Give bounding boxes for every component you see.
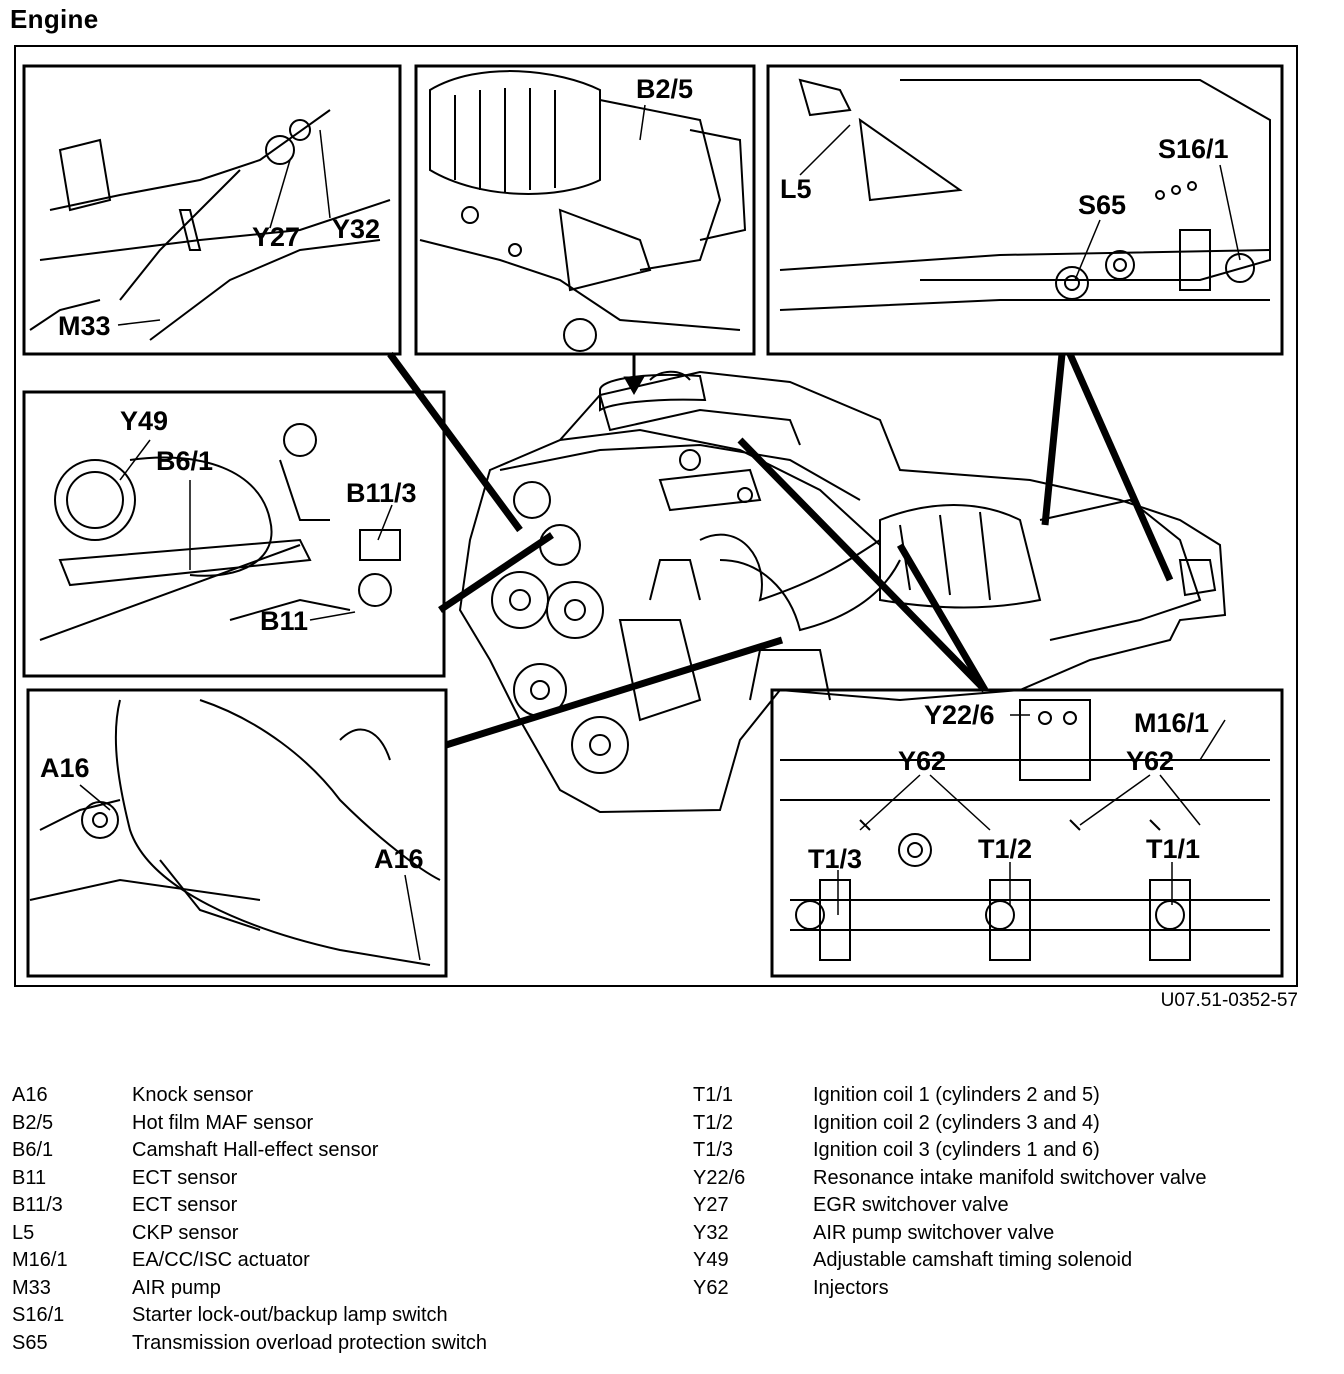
legend-text: Knock sensor [132,1084,254,1106]
callout-l5: L5 [780,174,812,204]
legend-code: Y22/6 [693,1166,746,1189]
legend-code: M16/1 [12,1249,68,1271]
legend-row: S16/1 Starter lock-out/backup lamp switch [12,1302,487,1330]
legend-row: Y49 Adjustable camshaft timing solenoid [693,1247,1207,1275]
legend-text: Transmission overload protection switch [132,1331,487,1354]
callout-y49: Y49 [120,406,168,436]
legend-text: Ignition coil 1 (cylinders 2 and 5) [813,1084,1100,1106]
diagram-frame [14,45,1298,987]
inset-details [29,70,1271,966]
legend-row: Y62 Injectors [693,1275,1207,1303]
legend-text: EA/CC/ISC actuator [132,1249,310,1271]
legend-code: B6/1 [12,1139,54,1161]
legend-row: Y27 EGR switchover valve [693,1192,1207,1220]
legend-row: B2/5 Hot film MAF sensor [12,1110,487,1138]
legend-code: B11 [12,1166,47,1189]
legend-text: ECT sensor [132,1166,238,1189]
legend-text: Ignition coil 3 (cylinders 1 and 6) [813,1139,1100,1161]
legend-code: T1/3 [693,1139,734,1161]
legend-text: Starter lock-out/backup lamp switch [132,1304,448,1326]
legend-code: Y62 [693,1276,729,1299]
legend-code: S16/1 [12,1304,65,1326]
legend-row: B6/1 Camshaft Hall-effect sensor [12,1137,487,1165]
legend-row: T1/3 Ignition coil 3 (cylinders 1 and 6) [693,1137,1207,1165]
callout-y27: Y27 [252,222,300,252]
legend-row: T1/2 Ignition coil 2 (cylinders 3 and 4) [693,1110,1207,1138]
inset-bottom-left [26,688,448,978]
callout-m33: M33 [58,311,111,341]
page-title: Engine [10,4,99,34]
inset-top-left [22,64,402,356]
legend-code: L5 [12,1221,35,1244]
legend-text: Camshaft Hall-effect sensor [132,1139,379,1161]
legend-text: Hot film MAF sensor [132,1111,314,1134]
leader-lines [79,104,1241,961]
legend-code: M33 [12,1276,51,1299]
legend-text: AIR pump switchover valve [813,1221,1055,1244]
legend-text: ECT sensor [132,1194,238,1216]
callout-y62-left: Y62 [898,746,946,776]
pointer-lines [387,351,1174,749]
legend-row: Y22/6 Resonance intake manifold switchove… [693,1165,1207,1193]
callout-b6-1: B6/1 [156,446,213,476]
legend-row: T1/1 Ignition coil 1 (cylinders 2 and 5) [693,1082,1207,1110]
legend-code: Y32 [693,1221,729,1244]
inset-bottom-right [770,688,1284,978]
legend-row: B11/3 ECT sensor [12,1192,487,1220]
callout-s65: S65 [1078,190,1126,220]
pointer-arrow [623,354,645,396]
callout-a16-lower: A16 [374,844,424,874]
legend-text: Adjustable camshaft timing solenoid [813,1249,1133,1271]
legend-row: S65 Transmission overload protection swit… [12,1330,487,1358]
legend-text: CKP sensor [132,1221,239,1244]
inset-middle-left [22,390,446,678]
legend-row: Y32 AIR pump switchover valve [693,1220,1207,1248]
legend-text: EGR switchover valve [813,1194,1009,1216]
callout-b11: B11 [260,606,308,636]
legend-code: B2/5 [12,1111,54,1134]
callout-a16-upper: A16 [40,753,90,783]
callout-labels: Y27 Y32 M33 B2/5 L5 S65 S16/1 Y49 B6/1 B… [40,74,1229,874]
legend-code: S65 [12,1331,48,1354]
inset-top-center [414,64,756,356]
callout-t1-2: T1/2 [978,834,1032,864]
legend-code: B11/3 [12,1194,63,1216]
legend-code: T1/2 [693,1111,734,1134]
legend-row: A16 Knock sensor [12,1082,487,1110]
callout-s16-1: S16/1 [1158,134,1229,164]
legend-code: A16 [12,1084,48,1106]
callout-y22-6: Y22/6 [924,700,995,730]
legend-row: M33 AIR pump [12,1275,487,1303]
inset-top-right [766,64,1284,356]
callout-b2-5: B2/5 [636,74,693,104]
legend-text: Injectors [813,1276,889,1299]
legend-code: T1/1 [693,1084,734,1106]
engine-illustration [458,370,1227,814]
legend-text: Resonance intake manifold switchover val… [813,1166,1207,1189]
figure-reference: U07.51-0352-57 [1160,990,1298,1011]
callout-y62-right: Y62 [1126,746,1174,776]
callout-b11-3: B11/3 [346,478,417,508]
callout-t1-1: T1/1 [1146,834,1200,864]
callout-y32: Y32 [332,214,380,244]
legend-code: Y27 [693,1194,729,1216]
callout-t1-3: T1/3 [808,844,862,874]
inset-boxes [22,64,1284,978]
legend-row: L5 CKP sensor [12,1220,487,1248]
callout-m16-1: M16/1 [1134,708,1209,738]
legend-row: M16/1 EA/CC/ISC actuator [12,1247,487,1275]
legend-row: B11 ECT sensor [12,1165,487,1193]
engine-diagram: Y27 Y32 M33 B2/5 L5 S65 S16/1 Y49 B6/1 B… [22,64,1284,978]
legend-text: Ignition coil 2 (cylinders 3 and 4) [813,1111,1100,1134]
legend-code: Y49 [693,1249,729,1271]
legend-text: AIR pump [132,1276,221,1299]
